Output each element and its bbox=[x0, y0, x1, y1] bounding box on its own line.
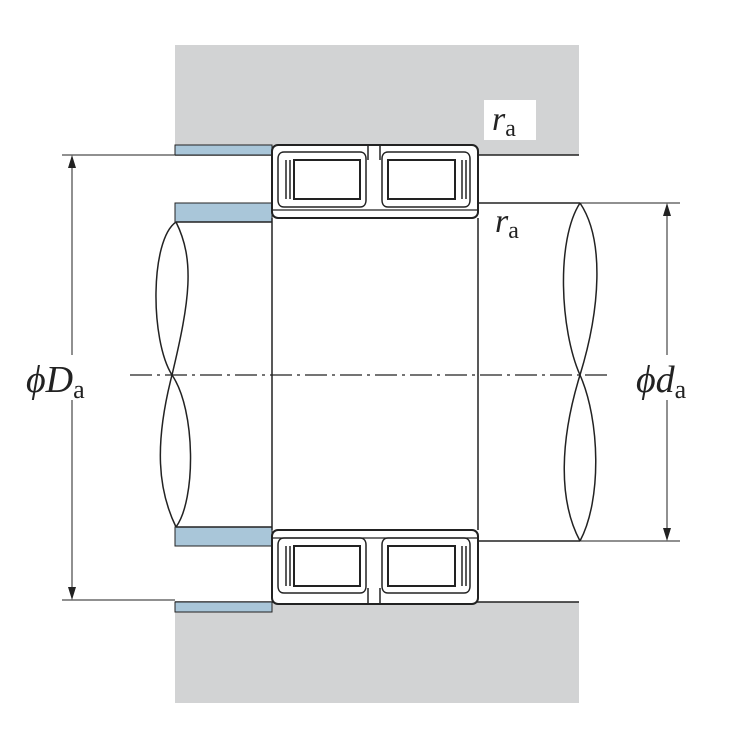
shaft-shoulder-bottom bbox=[174, 526, 273, 547]
bearing-top-section bbox=[271, 144, 479, 219]
shaft-shoulder-top bbox=[174, 202, 273, 223]
shaft-right-break bbox=[563, 202, 598, 542]
housing-bottom bbox=[175, 602, 579, 703]
shaft-diameter-label: ϕda bbox=[636, 359, 687, 404]
shaft-diameter-dimension bbox=[580, 202, 680, 542]
fillet-radius-label-inner: ra bbox=[495, 203, 519, 244]
housing-diameter-dimension bbox=[62, 154, 175, 601]
housing-spacer-top bbox=[174, 144, 273, 156]
housing-spacer-bottom bbox=[174, 601, 273, 613]
shaft-right-end-curve bbox=[562, 202, 597, 542]
fillet-label-box bbox=[484, 100, 536, 140]
fillet-radius-label-outer: ra bbox=[492, 101, 516, 142]
housing-diameter-label: ϕDa bbox=[26, 359, 85, 404]
bearing-bottom-section bbox=[271, 529, 479, 605]
